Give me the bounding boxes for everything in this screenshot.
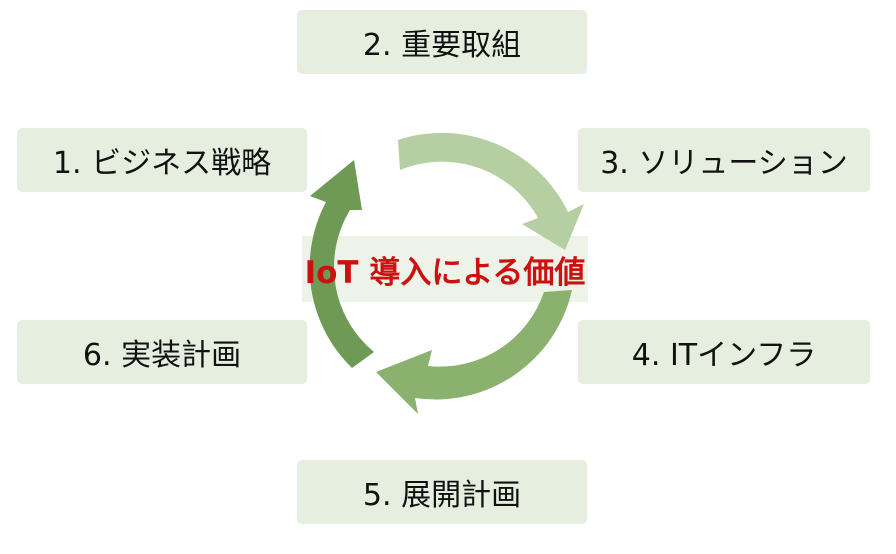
center-title-text: IoT 導入による価値 — [304, 254, 586, 291]
step-2-box: 2. 重要取組 — [297, 10, 587, 74]
step-1-box: 1. ビジネス戦略 — [17, 128, 307, 192]
step-4-box: 4. ITインフラ — [578, 320, 870, 384]
step-3-box: 3. ソリューション — [578, 128, 870, 192]
step-5-box: 5. 展開計画 — [297, 460, 587, 524]
arrow-bottom-right — [376, 290, 572, 414]
step-4-label: 4. ITインフラ — [631, 338, 817, 373]
step-5-label: 5. 展開計画 — [362, 478, 522, 513]
arrow-left — [309, 160, 374, 368]
step-6-label: 6. 実装計画 — [82, 338, 242, 373]
step-1-label: 1. ビジネス戦略 — [52, 146, 272, 181]
step-3-label: 3. ソリューション — [600, 146, 848, 181]
step-2-label: 2. 重要取組 — [362, 28, 522, 63]
center-box — [302, 236, 588, 302]
center-title: IoT 導入による価値 — [290, 240, 600, 298]
step-6-box: 6. 実装計画 — [17, 320, 307, 384]
arrow-top-right — [398, 132, 584, 250]
